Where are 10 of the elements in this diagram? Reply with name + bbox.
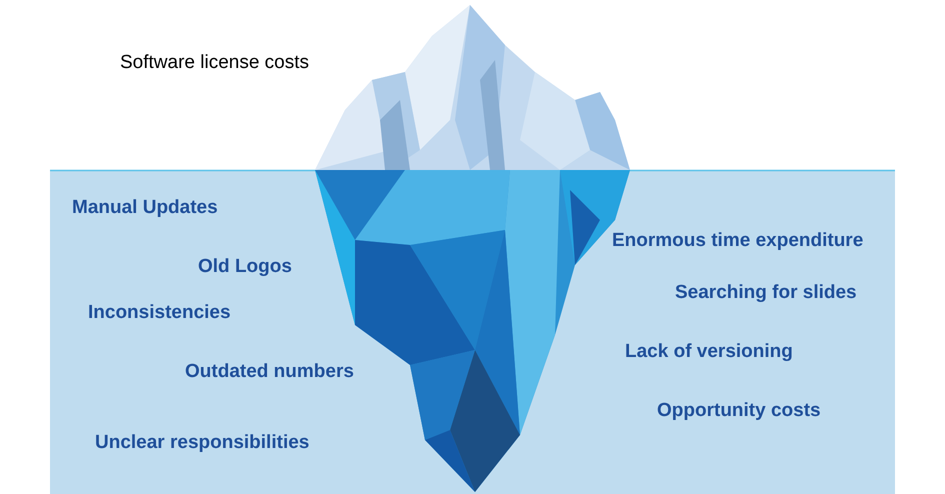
below-water-label: Lack of versioning: [625, 341, 793, 363]
below-water-label: Unclear responsibilities: [95, 432, 310, 454]
below-water-label: Outdated numbers: [185, 361, 354, 383]
below-water-label: Enormous time expenditure: [612, 230, 864, 252]
below-water-label: Inconsistencies: [88, 302, 231, 324]
below-water-label: Searching for slides: [675, 282, 857, 304]
below-water-label: Opportunity costs: [657, 400, 821, 422]
below-water-label: Manual Updates: [72, 197, 218, 219]
below-water-label: Old Logos: [198, 256, 292, 278]
above-water-label: Software license costs: [120, 52, 310, 74]
